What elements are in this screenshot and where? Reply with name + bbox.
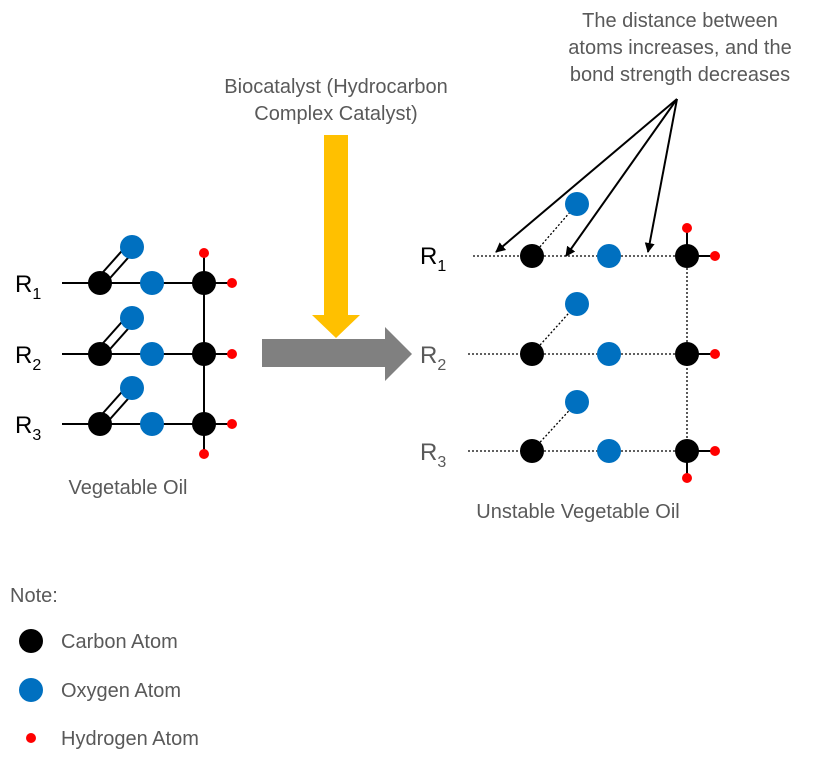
- hydrogen-atom: [199, 248, 209, 258]
- oxygen-atom: [565, 390, 589, 414]
- annotation-line-2: atoms increases, and the: [568, 37, 791, 59]
- chain-3: R3: [15, 376, 237, 459]
- carbon-atom: [88, 271, 112, 295]
- bond-annotation: The distance between atoms increases, an…: [495, 10, 792, 257]
- carbonyl-oxygen-atom: [120, 376, 144, 400]
- carbon-atom: [675, 342, 699, 366]
- vegetable-oil-caption: Vegetable Oil: [69, 477, 188, 499]
- carbon-atom: [88, 412, 112, 436]
- legend-label-hydrogen: Hydrogen Atom: [61, 728, 199, 750]
- oxygen-atom: [565, 292, 589, 316]
- hydrogen-atom: [710, 349, 720, 359]
- carbon-atom: [675, 439, 699, 463]
- annotation-line-1: The distance between: [582, 10, 778, 32]
- reaction-arrow: [262, 327, 412, 381]
- chain-3: R3: [420, 390, 720, 483]
- hydrogen-atom: [682, 473, 692, 483]
- chain-2: R2: [420, 292, 720, 374]
- carbon-atom: [88, 342, 112, 366]
- r-group-label: R1: [15, 271, 41, 303]
- legend-label-carbon: Carbon Atom: [61, 631, 178, 653]
- carbon-atom: [192, 412, 216, 436]
- annotation-pointer-arrow: [565, 98, 678, 257]
- hydrogen-atom-icon: [26, 733, 36, 743]
- r-group-label: R2: [15, 342, 41, 374]
- r-group-label: R2: [420, 342, 446, 374]
- carbon-atom: [520, 342, 544, 366]
- carbon-atom: [520, 244, 544, 268]
- hydrogen-atom: [199, 449, 209, 459]
- carbon-atom: [192, 271, 216, 295]
- hydrogen-atom: [227, 349, 237, 359]
- vegetable-oil-molecule: R1 R2: [15, 235, 237, 499]
- chain-2: R2: [15, 306, 237, 374]
- hydrogen-atom: [710, 446, 720, 456]
- carbonyl-oxygen-atom: [120, 306, 144, 330]
- oxygen-atom-icon: [19, 678, 43, 702]
- annotation-line-3: bond strength decreases: [570, 64, 790, 86]
- chain-1: R1: [420, 192, 720, 275]
- weakened-carbonyl-bond: [531, 401, 578, 452]
- catalyst-arrow: [312, 135, 360, 338]
- carbon-atom-icon: [19, 629, 43, 653]
- hydrogen-atom: [710, 251, 720, 261]
- carbon-atom: [192, 342, 216, 366]
- catalyst-label-line-1: Biocatalyst (Hydrocarbon: [224, 76, 447, 98]
- oxygen-atom: [140, 271, 164, 295]
- carbon-atom: [675, 244, 699, 268]
- legend-title: Note:: [10, 585, 58, 607]
- oxygen-atom: [597, 244, 621, 268]
- chain-1: R1: [15, 235, 237, 303]
- hydrogen-atom: [682, 223, 692, 233]
- unstable-vegetable-oil-molecule: R1 R2: [420, 192, 720, 523]
- carbon-atom: [520, 439, 544, 463]
- catalyst-label: Biocatalyst (Hydrocarbon Complex Catalys…: [224, 76, 447, 125]
- hydrogen-atom: [227, 419, 237, 429]
- r-group-label: R3: [420, 439, 446, 471]
- hydrogen-atom: [227, 278, 237, 288]
- annotation-pointer-arrow: [644, 98, 678, 253]
- oxygen-atom: [597, 439, 621, 463]
- annotation-pointer-arrow: [495, 98, 678, 253]
- legend: Note: Carbon Atom Oxygen Atom Hydrogen A…: [10, 585, 199, 750]
- unstable-vegetable-oil-caption: Unstable Vegetable Oil: [476, 501, 679, 523]
- r-group-label: R1: [420, 243, 446, 275]
- oxygen-atom: [597, 342, 621, 366]
- oxygen-atom: [565, 192, 589, 216]
- oxygen-atom: [140, 412, 164, 436]
- oxygen-atom: [140, 342, 164, 366]
- carbonyl-oxygen-atom: [120, 235, 144, 259]
- legend-label-oxygen: Oxygen Atom: [61, 680, 181, 702]
- catalyst-label-line-2: Complex Catalyst): [254, 103, 417, 125]
- r-group-label: R3: [15, 412, 41, 444]
